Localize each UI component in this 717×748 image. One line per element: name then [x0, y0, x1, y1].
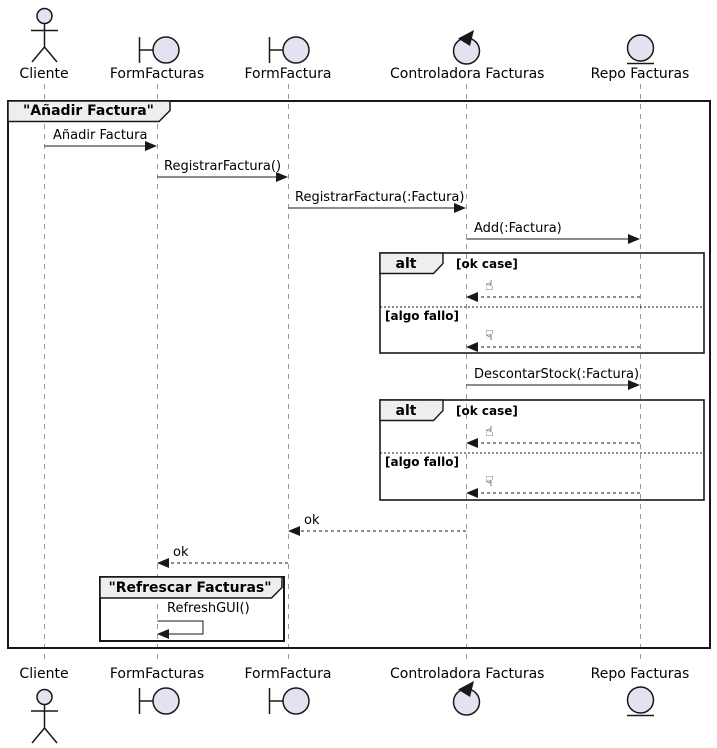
thumbs-up-icon: ☝: [485, 424, 494, 440]
participant-label-controladora-top: Controladora Facturas: [390, 66, 545, 82]
bottom-participant-icons: [31, 681, 655, 744]
thumbs-up-icon: ☝: [485, 278, 494, 294]
alt-operator-label: alt: [395, 256, 417, 272]
message-add-factura: Add(:Factura): [474, 221, 562, 236]
participant-label-controladora-bottom: Controladora Facturas: [390, 666, 545, 682]
lifelines: [44, 84, 641, 660]
message-ok-to-formfactura: ok: [304, 513, 320, 528]
arrow-anadir-factura: [44, 141, 157, 151]
boundary-icon: [138, 687, 180, 715]
alt-operator-box: [379, 399, 444, 422]
call-arrows: [44, 141, 640, 390]
message-anadir-factura: Añadir Factura: [53, 128, 148, 143]
alt-operator-box: [379, 252, 444, 275]
alt-fail-guard: [algo fallo]: [385, 309, 459, 323]
self-message-arrow-refreshgui: [157, 620, 204, 639]
message-refreshgui: RefreshGUI(): [167, 601, 250, 616]
return-arrow-ok-to-formfactura: [288, 526, 466, 536]
message-ok-to-formfacturas: ok: [173, 545, 189, 560]
actor-icon: [31, 7, 58, 63]
alt-ok-guard: [ok case]: [456, 404, 518, 418]
participant-label-cliente-bottom: Cliente: [19, 666, 69, 682]
return-arrows: [157, 292, 640, 568]
return-arrow-fail-case-2: [466, 488, 640, 498]
return-arrow-ok-case-2: [466, 438, 640, 448]
message-registrar-factura-param: RegistrarFactura(:Factura): [295, 190, 465, 205]
arrow-descontar-stock: [466, 380, 640, 390]
thumbs-down-icon: ☟: [485, 474, 494, 490]
participant-label-repo-top: Repo Facturas: [590, 66, 690, 82]
top-participant-icons: [31, 7, 655, 65]
participant-label-formfacturas-bottom: FormFacturas: [109, 666, 205, 682]
thumbs-down-icon: ☟: [485, 328, 494, 344]
refresh-frame-title: "Refrescar Facturas": [108, 580, 272, 596]
arrow-registrar-factura: [157, 172, 288, 182]
main-frame-title: "Añadir Factura": [23, 103, 154, 119]
alt-ok-guard: [ok case]: [456, 257, 518, 271]
control-icon: [452, 30, 481, 65]
arrow-registrar-factura-param: [288, 203, 466, 213]
participant-label-formfactura-top: FormFactura: [244, 66, 332, 82]
alt-fail-guard: [algo fallo]: [385, 455, 459, 469]
message-descontar-stock: DescontarStock(:Factura): [474, 367, 640, 382]
return-arrow-ok-case-1: [466, 292, 640, 302]
return-arrow-fail-case-1: [466, 342, 640, 352]
refresh-frame-title-box: [99, 576, 283, 599]
control-icon: [452, 681, 481, 716]
refresh-frame: [99, 576, 285, 642]
boundary-icon: [268, 36, 310, 64]
alt-fragment-2: [379, 399, 705, 501]
return-arrow-ok-to-formfacturas: [157, 558, 288, 568]
participant-label-repo-bottom: Repo Facturas: [590, 666, 690, 682]
actor-icon: [31, 688, 58, 744]
arrow-add-factura: [466, 234, 640, 244]
main-frame: [7, 100, 711, 649]
alt-operator-label: alt: [395, 403, 417, 419]
main-frame-title-box: [7, 100, 171, 123]
boundary-icon: [138, 36, 180, 64]
entity-icon: [626, 686, 655, 717]
participant-label-formfacturas-top: FormFacturas: [109, 66, 205, 82]
participant-label-cliente-top: Cliente: [19, 66, 69, 82]
participant-label-formfactura-bottom: FormFactura: [244, 666, 332, 682]
alt-fragment-1: [379, 252, 705, 354]
boundary-icon: [268, 687, 310, 715]
entity-icon: [626, 34, 655, 65]
message-registrar-factura: RegistrarFactura(): [164, 159, 282, 174]
